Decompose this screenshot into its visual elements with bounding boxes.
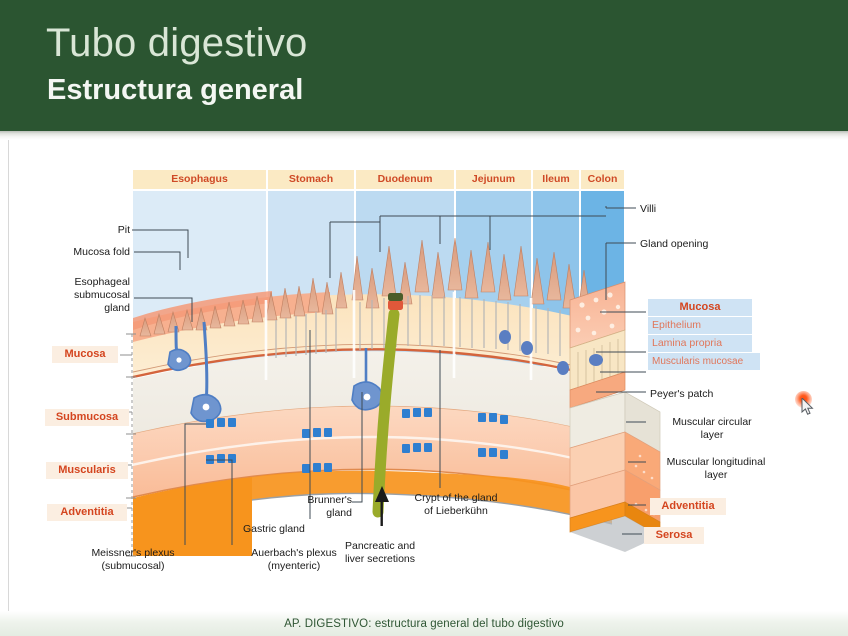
crypt-line1: Crypt of the gland: [414, 492, 498, 504]
crypt-line2: of Lieberkühn: [424, 505, 488, 517]
label-crypt-of-lieberkuhn: Crypt of the gland of Lieberkühn: [396, 492, 516, 518]
label-auerbachs-plexus: Auerbach's plexus (myenteric): [236, 547, 352, 573]
mouse-cursor: [801, 398, 814, 415]
meissners-line1: Meissner's plexus: [91, 547, 175, 559]
segment-label-text: Duodenum: [377, 173, 433, 185]
segment-label-ileum: Ileum: [533, 170, 579, 189]
label-pit: Pit: [117, 224, 130, 236]
pancreatic-line1: Pancreatic and: [345, 540, 416, 552]
layer-label-serosa: Serosa: [644, 527, 704, 544]
muscular-longitudinal-line1: Muscular longitudinal: [666, 456, 766, 468]
layer-label-submucosa: Submucosa: [45, 409, 129, 426]
esoph-gland-line2: submucosal: [73, 289, 130, 301]
mucosa-item-lamina-propria: Lamina propria: [648, 335, 752, 352]
mucosa-item-muscularis-mucosae: Muscularis mucosae: [648, 353, 760, 370]
auerbachs-line1: Auerbach's plexus: [251, 547, 337, 559]
segment-label-colon: Colon: [581, 170, 624, 189]
label-gland-opening: Gland opening: [640, 238, 709, 250]
page-title: Tubo digestivo: [46, 21, 308, 65]
segment-label-stomach: Stomach: [268, 170, 354, 189]
header-divider: [0, 131, 848, 140]
layer-label-adventitia-left: Adventitia: [47, 504, 127, 521]
muscular-longitudinal-line2: layer: [704, 469, 728, 481]
esoph-gland-line1: Esophageal: [74, 276, 130, 288]
label-villi: Villi: [640, 203, 657, 215]
brunners-line2: gland: [326, 507, 352, 519]
segment-label-esophagus: Esophagus: [133, 170, 266, 189]
brunners-line1: Brunner's: [307, 494, 352, 506]
label-pancreatic-liver-secretions: Pancreatic and liver secretions: [345, 540, 415, 566]
label-gastric-gland: Gastric gland: [243, 523, 305, 535]
slide-caption: AP. DIGESTIVO: estructura general del tu…: [284, 618, 564, 630]
auerbachs-line2: (myenteric): [267, 560, 321, 572]
segment-label-jejunum: Jejunum: [456, 170, 531, 189]
label-mucosa-fold: Mucosa fold: [73, 246, 130, 258]
segment-label-text: Stomach: [288, 173, 334, 185]
label-meissners-plexus: Meissner's plexus (submucosal): [74, 547, 192, 573]
segment-label-text: Colon: [587, 173, 618, 185]
esoph-gland-line3: gland: [104, 302, 130, 314]
slide-footer: AP. DIGESTIVO: estructura general del tu…: [0, 611, 848, 636]
meissners-line2: (submucosal): [101, 560, 165, 572]
layer-label-muscularis: Muscularis: [46, 462, 128, 479]
muscular-circular-line1: Muscular circular: [672, 416, 752, 428]
segment-label-text: Jejunum: [471, 173, 516, 185]
label-brunners-gland: Brunner's gland: [296, 494, 352, 520]
layer-label-mucosa: Mucosa: [52, 346, 118, 363]
muscular-circular-line2: layer: [700, 429, 724, 441]
label-muscular-circular-layer: Muscular circular layer: [650, 416, 774, 442]
segment-label-text: Ileum: [542, 173, 570, 185]
layer-label-adventitia-right: Adventitia: [650, 498, 726, 515]
label-peyers-patch: Peyer's patch: [650, 388, 714, 400]
slide-header: Tubo digestivo Estructura general: [0, 0, 848, 131]
label-muscular-longitudinal-layer: Muscular longitudinal layer: [646, 456, 786, 482]
mucosa-group-title: Mucosa: [648, 299, 752, 316]
pancreatic-line2: liver secretions: [345, 553, 416, 565]
segment-label-duodenum: Duodenum: [356, 170, 454, 189]
label-esophageal-submucosal-gland: Esophageal submucosal gland: [28, 276, 130, 315]
page-subtitle: Estructura general: [47, 74, 304, 106]
segment-label-text: Esophagus: [171, 173, 228, 185]
mucosa-item-epithelium: Epithelium: [648, 317, 752, 334]
